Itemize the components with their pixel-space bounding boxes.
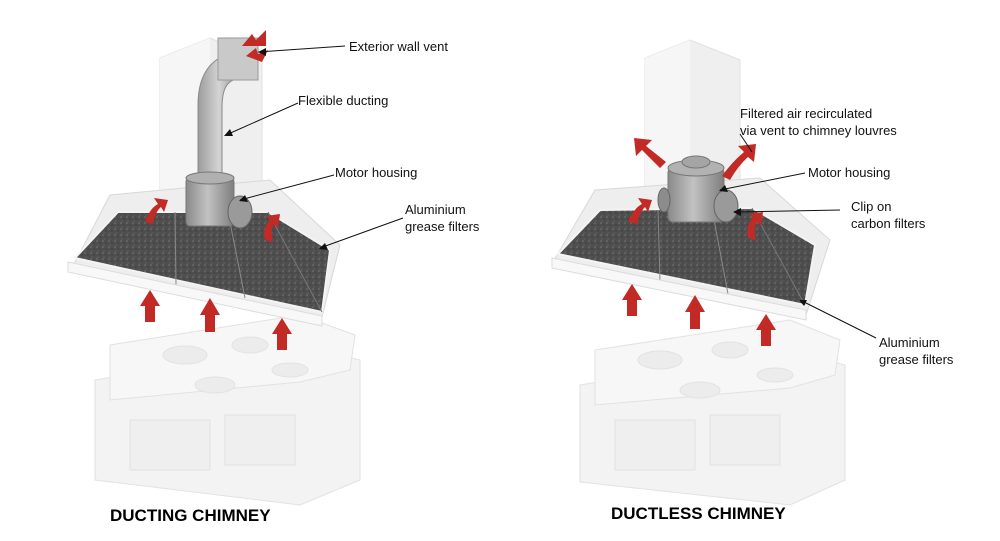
label-filtered-air-recirculated-2: via vent to chimney louvres — [740, 123, 897, 138]
exterior-vent-box — [217, 37, 259, 81]
airflow-arrows — [140, 30, 292, 350]
label-filtered-air-recirculated-1: Filtered air recirculated — [740, 106, 872, 121]
carbon-filter-side — [657, 187, 671, 213]
airflow-arrow-recirculate — [722, 144, 756, 180]
label-flexible-ducting: Flexible ducting — [298, 93, 388, 108]
title-ductless-chimney: DUCTLESS CHIMNEY — [611, 504, 786, 523]
airflow-arrow-up — [140, 290, 160, 322]
airflow-arrow-exit — [242, 30, 266, 46]
label-exterior-wall-vent: Exterior wall vent — [349, 39, 448, 54]
airflow-arrow-up — [756, 314, 776, 346]
airflow-arrow-up — [685, 295, 705, 329]
airflow-arrow-up — [272, 318, 292, 350]
label-aluminium-filters-left-2: grease filters — [405, 219, 480, 234]
label-aluminium-filters-left-1: Aluminium — [405, 202, 466, 217]
ductless-chimney-illustration — [551, 39, 846, 506]
left-leader-lines — [224, 45, 404, 250]
label-aluminium-filters-right-1: Aluminium — [879, 335, 940, 350]
airflow-arrow-curve — [628, 198, 652, 224]
airflow-arrow-curve — [145, 198, 168, 224]
cooker — [579, 319, 846, 506]
airflow-arrows — [622, 138, 776, 346]
label-motor-housing-left: Motor housing — [335, 165, 417, 180]
airflow-arrow-up — [622, 284, 642, 316]
ducting-chimney-illustration — [67, 30, 361, 506]
label-carbon-filters-2: carbon filters — [851, 216, 926, 231]
cooker — [94, 314, 361, 506]
label-motor-housing-right: Motor housing — [808, 165, 890, 180]
airflow-arrow-curve — [747, 212, 763, 240]
right-leader-lines — [719, 133, 877, 339]
airflow-arrow-curve — [264, 214, 280, 242]
airflow-arrow-recirculate — [634, 138, 666, 168]
title-ducting-chimney: DUCTING CHIMNEY — [110, 506, 271, 525]
motor-housing — [657, 155, 739, 223]
label-aluminium-filters-right-2: grease filters — [879, 352, 954, 367]
motor-housing — [185, 171, 253, 229]
airflow-arrow-exit — [246, 48, 268, 62]
airflow-arrow-up — [200, 298, 220, 332]
label-carbon-filters-1: Clip on — [851, 199, 891, 214]
